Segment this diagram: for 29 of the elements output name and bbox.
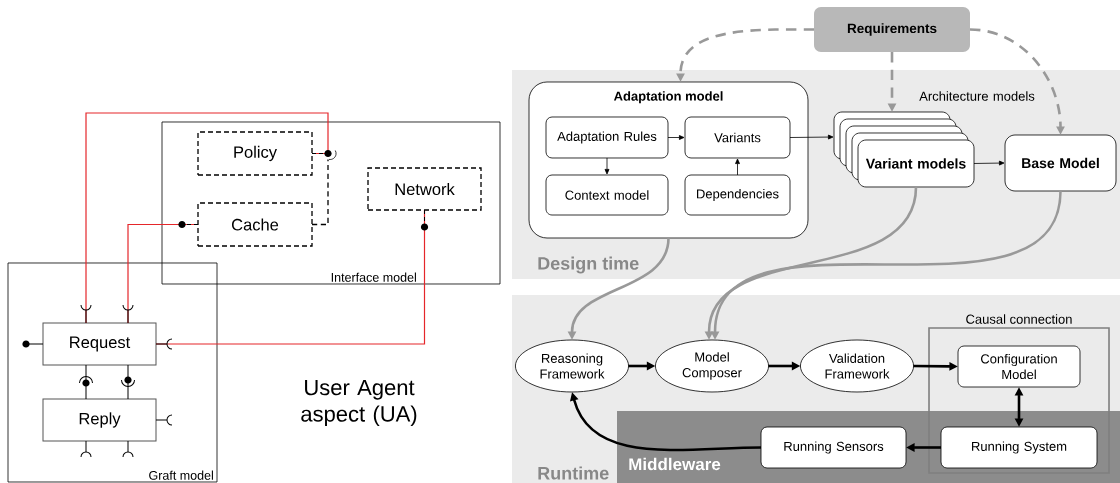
connector	[80, 112, 332, 324]
dashed-component-box: Cache	[197, 202, 313, 247]
dashed-component-box: Policy	[197, 131, 313, 176]
aspect-label: User Agent aspect (UA)	[301, 379, 417, 427]
arrow	[973, 160, 1005, 166]
process-box: Context model	[545, 174, 669, 216]
dashed-component-box: Network	[367, 167, 482, 211]
component-box: Request	[42, 322, 157, 366]
process-box: Running System	[940, 426, 1098, 469]
stacked-model-boxes: Variant models	[833, 111, 975, 188]
process-box: Variants	[684, 116, 791, 159]
connector	[155, 209, 429, 350]
connector	[121, 364, 135, 400]
node-label: Causal connection	[966, 314, 1072, 324]
connector	[122, 220, 199, 324]
arrow	[604, 157, 610, 175]
requirements-box: Requirements	[814, 7, 970, 52]
connector	[79, 364, 93, 400]
process-box: Running Sensors	[760, 426, 907, 469]
arrow	[667, 135, 685, 140]
section-label: Architecture models	[919, 91, 1035, 101]
model-box: Base Model	[1004, 134, 1117, 192]
process-box: Configuration Model	[957, 345, 1081, 388]
connector	[311, 158, 329, 226]
component-box: Reply	[42, 398, 157, 442]
arrow	[789, 134, 834, 140]
process-box: Adaptation Rules	[545, 116, 669, 159]
process-box: Dependencies	[684, 174, 791, 216]
arrow	[735, 158, 740, 176]
